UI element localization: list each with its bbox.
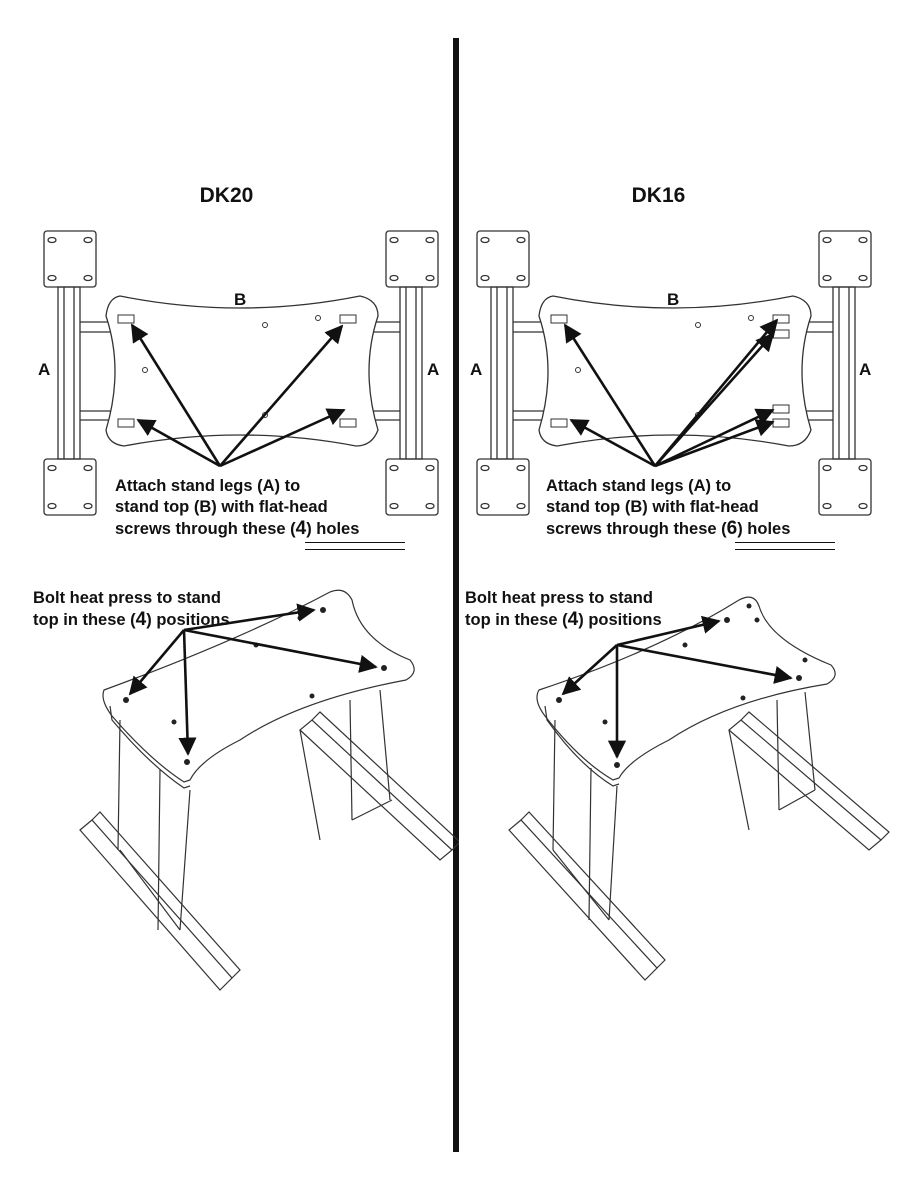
caster-plate-icon — [47, 236, 93, 510]
attach-line-3: screws through these (4) holes — [115, 518, 360, 539]
bolt-line-1: Bolt heat press to stand — [465, 589, 653, 607]
bolt-count: 4 — [567, 609, 579, 630]
attach-line-3: screws through these (6) holes — [546, 518, 791, 539]
center-divider — [453, 38, 459, 1152]
leg-a-left — [43, 230, 97, 516]
stand-isometric — [508, 596, 890, 981]
leg-a-left — [476, 230, 530, 516]
label-a-left: A — [38, 360, 51, 379]
panel-dk16: DK16 — [459, 0, 918, 1188]
attach-line-1: Attach stand legs (A) to — [115, 477, 301, 495]
underline-2 — [735, 549, 835, 550]
bolt-positions — [123, 607, 387, 765]
bolt-arrows — [561, 615, 793, 759]
label-a-left: A — [470, 360, 483, 379]
stand-top-b — [538, 295, 812, 447]
bolt-count: 4 — [135, 609, 147, 630]
underline — [735, 542, 835, 543]
attach-instructions: Attach stand legs (A) to stand top (B) w… — [546, 476, 790, 540]
panel-title: DK20 — [199, 184, 254, 207]
attach-count: 6 — [726, 518, 738, 539]
stand-top-b — [105, 295, 379, 447]
dk16-diagram — [476, 230, 890, 981]
label-b: B — [234, 290, 247, 309]
bolt-hole-icon — [550, 314, 790, 428]
bolt-instructions: Bolt heat press to stand top in these (4… — [33, 587, 230, 631]
panel-title: DK16 — [631, 184, 686, 207]
leg-a-right — [818, 230, 872, 516]
stand-isometric — [79, 589, 459, 991]
attach-line-2: stand top (B) with flat-head — [115, 498, 328, 516]
bolt-instructions: Bolt heat press to stand top in these (4… — [465, 587, 662, 631]
attach-arrows — [130, 323, 346, 468]
attach-count: 4 — [295, 518, 307, 539]
attach-arrows — [563, 318, 779, 468]
bolt-line-1: Bolt heat press to stand — [33, 589, 221, 607]
underline — [305, 542, 405, 543]
bolt-arrows — [128, 603, 378, 756]
panel-dk20: DK20 — [33, 184, 459, 991]
attach-instructions: Attach stand legs (A) to stand top (B) w… — [115, 476, 359, 540]
label-b: B — [667, 290, 680, 309]
underline-2 — [305, 549, 405, 550]
label-a-right: A — [859, 360, 872, 379]
attach-line-1: Attach stand legs (A) to — [546, 477, 732, 495]
leg-a-right — [385, 230, 439, 516]
label-a-right: A — [427, 360, 440, 379]
bolt-positions — [556, 603, 808, 768]
bolt-hole-icon — [117, 314, 357, 428]
dk20-diagram — [43, 230, 459, 991]
attach-line-2: stand top (B) with flat-head — [546, 498, 759, 516]
bolt-line-2: top in these (4) positions — [33, 609, 230, 630]
bolt-line-2: top in these (4) positions — [465, 609, 662, 630]
